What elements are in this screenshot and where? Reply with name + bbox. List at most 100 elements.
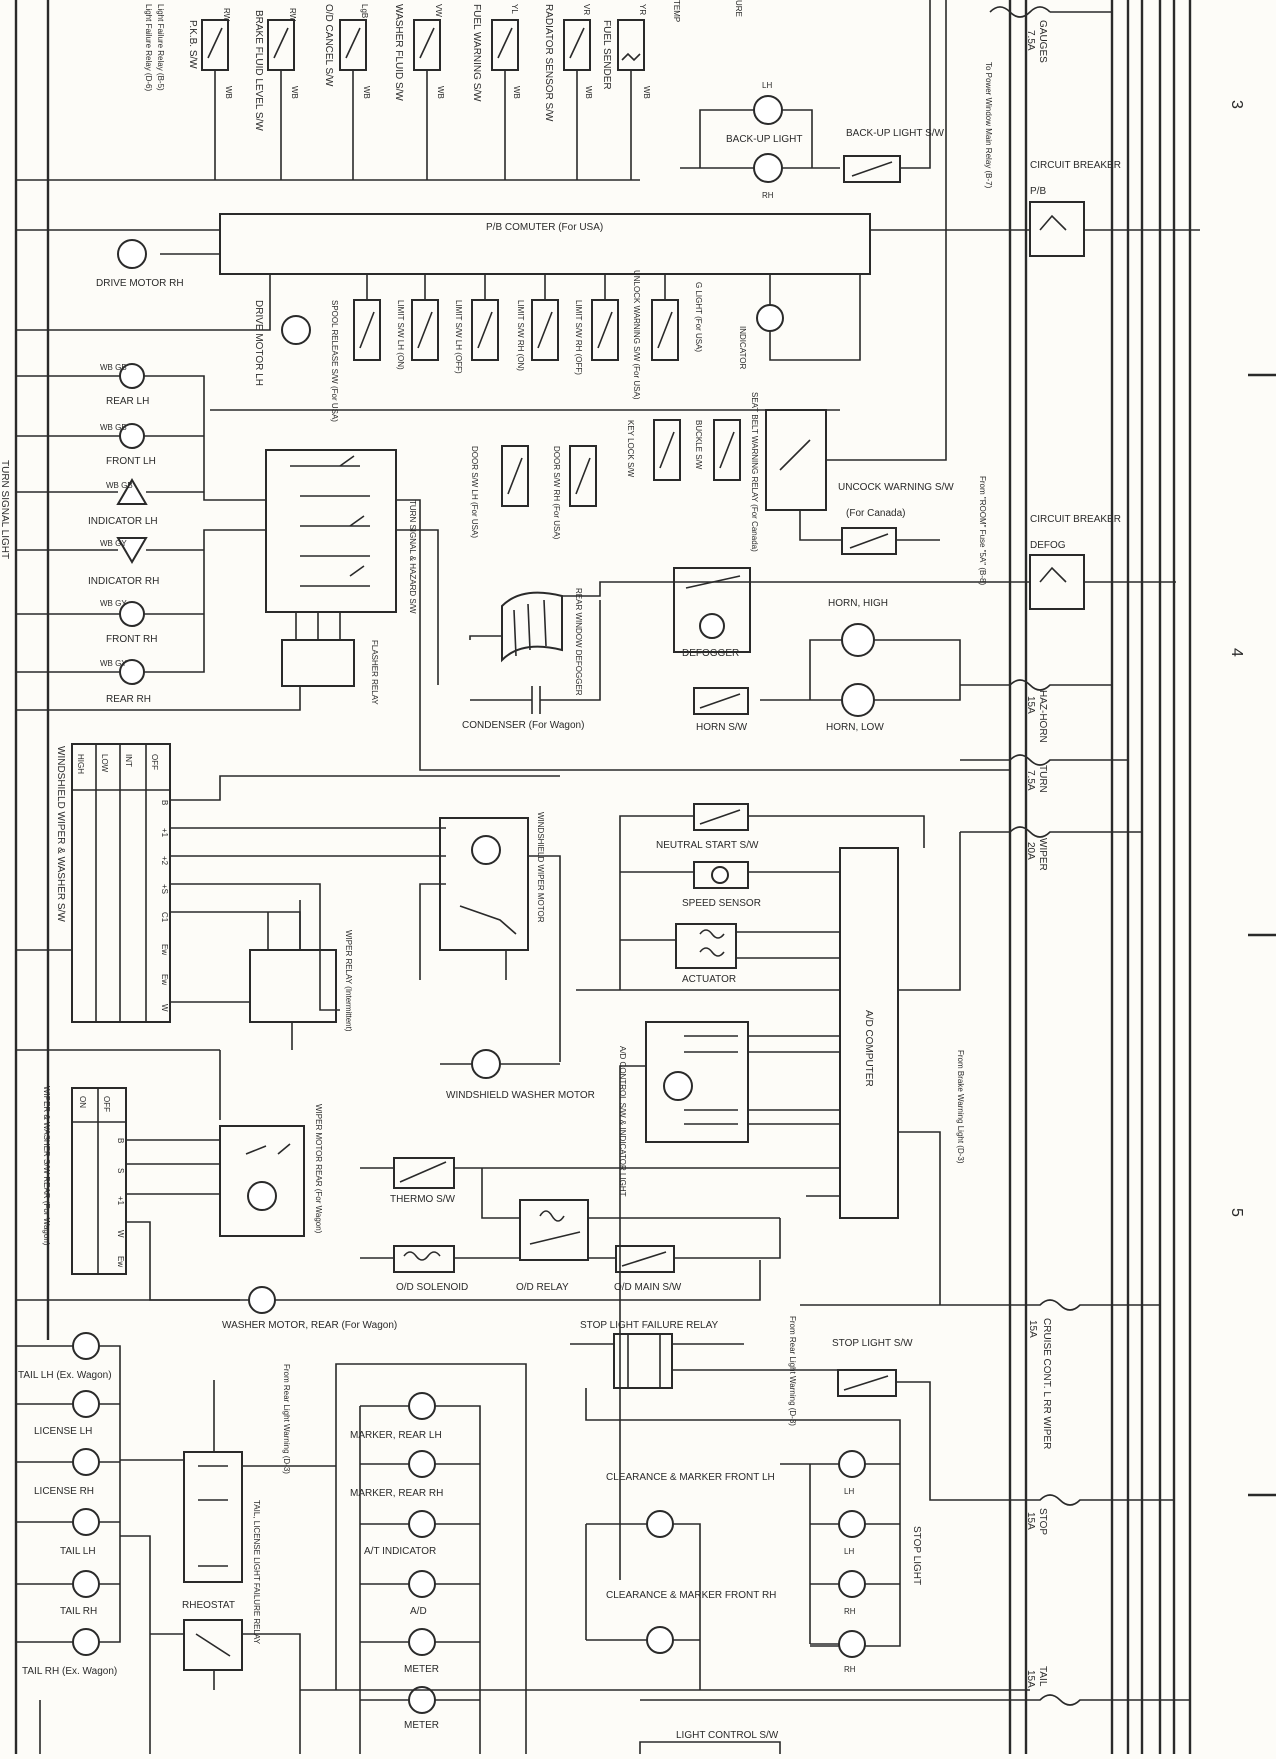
od-cancel-switch: O/D CANCEL S/W LgB WB (323, 4, 371, 180)
horn-high-label: HORN, HIGH (828, 598, 888, 609)
wiper-motor: WINDSHIELD WIPER MOTOR (419, 812, 561, 1062)
indicator-label: INDICATOR (738, 326, 747, 369)
rear-wiper-motor: WIPER MOTOR REAR (For Wagon) (219, 1104, 323, 1237)
fuse-stop: STOP 15A (960, 1494, 1174, 1535)
power-window-note: To Power Window Main Relay (B-7) (984, 62, 993, 189)
fuse-gauges-rating: 7.5A (1025, 30, 1036, 51)
turn-lamp-rear-lh-wires: WB GB (100, 363, 127, 372)
rear-wiper-switch-table: WIPER & WASHER S/W REAR (For Wagon) ON O… (42, 1086, 240, 1301)
turn-lamp-rear-rh-wires: WB GY (100, 659, 127, 668)
rear-col-w: W (116, 1230, 125, 1238)
uncock-label: UNCOCK WARNING S/W (838, 482, 954, 493)
turn-signal-lamps: REAR LH WB GB FRONT LH WB GB INDICATOR L… (16, 363, 266, 705)
unlock-warning-switch: UNLOCK WARNING S/W (For USA) (632, 270, 679, 400)
circuit-breaker-pb-name: CIRCUIT BREAKER (1030, 160, 1121, 171)
pkb-switch: P.K.B. S/W RW WB (187, 8, 233, 180)
fuse-haz-horn-name: HAZ-HORN (1037, 690, 1048, 743)
fuse-tail-name: TAIL (1037, 1666, 1048, 1687)
meter-label-1: METER (404, 1664, 439, 1675)
defogger-window-label: REAR WINDOW DEFOGGER (574, 588, 583, 696)
fuel-warning-switch-wire-bot: WB (512, 86, 521, 99)
marker-rear-lh-label: MARKER, REAR LH (350, 1430, 442, 1441)
rheostat-label: RHEOSTAT (182, 1600, 235, 1611)
wiper-col-ew1: Ew (160, 944, 169, 955)
radiator-sensor-switch: RADIATOR SENSOR S/W VR WB (543, 4, 593, 180)
condenser: CONDENSER (For Wagon) (462, 600, 601, 731)
stop-lh-2-label: LH (844, 1547, 854, 1556)
horn-high-icon (841, 623, 875, 657)
wiper-col-ew2: Ew (160, 974, 169, 985)
thermo-switch-label: THERMO S/W (390, 1194, 456, 1205)
od-cancel-switch-wire-bot: WB (362, 86, 371, 99)
brake-fluid-switch-label: BRAKE FLUID LEVEL S/W (253, 10, 264, 131)
turn-lamp-ind-rh-wires: WB GY (100, 539, 127, 548)
door-switch-rh: DOOR S/W RH (For USA) (552, 445, 597, 540)
ad-control-label: A/D CONTROL S/W & INDICATOR LIGHT (618, 1046, 627, 1197)
fuse-haz-horn-rating: 15A (1025, 696, 1036, 714)
fuse-wiper: WIPER 20A (960, 826, 1142, 871)
limit-rh-on-label: LIMIT S/W RH (ON) (516, 300, 525, 371)
light-failure-relay-note-1: Light Failure Relay (B-5) (156, 4, 165, 91)
buckle-label: BUCKLE S/W (694, 420, 703, 470)
uncock-from-note: From "ROOM" Fuse "5A" (B-8) (978, 476, 987, 585)
limit-switch-rh-on: LIMIT S/W RH (ON) (516, 274, 559, 371)
circuit-breaker-defog-name: CIRCUIT BREAKER (1030, 514, 1121, 525)
flasher-relay: FLASHER RELAY (16, 612, 379, 711)
temp-note: TEMP (672, 0, 681, 22)
wiper-col-w: W (160, 1004, 169, 1012)
pkb-switch-wire: RW (222, 8, 231, 22)
fuel-warning-switch-wire: YL (510, 4, 519, 14)
stop-lamp-rh-2 (838, 1630, 866, 1658)
hazard-switch: TURN SIGNAL & HAZARD S/W (265, 449, 1010, 771)
clearance-front-lh-label: CLEARANCE & MARKER FRONT LH (606, 1472, 775, 1483)
stop-rh-2-label: RH (844, 1665, 856, 1674)
stop-switch-label: STOP LIGHT S/W (832, 1338, 913, 1349)
wiper-pos-high: HIGH (76, 754, 85, 774)
tail-rh-label: TAIL RH (60, 1606, 97, 1617)
tail-lh-ex-wagon-label: TAIL LH (Ex. Wagon) (18, 1370, 112, 1381)
spool-release-label: SPOOL RELEASE S/W (For USA) (330, 300, 339, 422)
fuel-warning-switch: FUEL WARNING S/W YL WB (471, 4, 521, 180)
rear-col-s: S (116, 1168, 125, 1173)
rear-motor-label: WIPER MOTOR REAR (For Wagon) (314, 1104, 323, 1234)
tail-relay-label: TAIL, LICENSE LIGHT FAILURE RELAY (252, 1500, 261, 1645)
washer-motor-label-1: WINDSHIELD WASHER MOTOR (446, 1090, 595, 1101)
rear-col-ew: Ew (116, 1256, 125, 1267)
door-switch-group: DOOR S/W LH (For USA) DOOR S/W RH (For U… (210, 0, 947, 552)
fuel-warning-switch-label: FUEL WARNING S/W (471, 4, 482, 102)
limit-rh-off-label: LIMIT S/W RH (OFF) (574, 300, 583, 375)
rear-pos-on: ON (78, 1096, 87, 1108)
tail-license-lamps: TAIL LH (Ex. Wagon) LICENSE LH LICENSE R… (16, 1332, 184, 1754)
fuse-turn: TURN 7.5A (960, 754, 1128, 793)
tail-failure-relay: TAIL, LICENSE LIGHT FAILURE RELAY From R… (183, 1363, 527, 1754)
backup-rh-label: RH (762, 191, 774, 200)
turn-signal-light-label: TURN SIGNAL LIGHT (0, 460, 10, 559)
ad-control-switch: A/D CONTROL S/W & INDICATOR LIGHT (618, 1021, 840, 1580)
grid-marker-3: 3 (1228, 100, 1245, 109)
meter-lamp-2 (408, 1686, 436, 1714)
washer-fluid-switch-label: WASHER FLUID S/W (393, 4, 404, 101)
clearance-front-rh-lamp (646, 1626, 674, 1654)
fuse-tail: TAIL 15A (640, 1666, 1190, 1706)
stop-lights-label: STOP LIGHT (911, 1526, 922, 1585)
rheostat: RHEOSTAT (150, 1600, 301, 1754)
door-switch-rh-label: DOOR S/W RH (For USA) (552, 446, 561, 540)
tail-rh-lamp (72, 1570, 100, 1598)
rear-defogger: REAR WINDOW DEFOGGER (469, 581, 1030, 696)
wiper-pos-int: INT (124, 754, 133, 767)
horn-switch-label: HORN S/W (696, 722, 748, 733)
wiper-switch-title: WINDSHIELD WIPER & WASHER S/W (55, 746, 66, 922)
hazard-switch-label: TURN SIGNAL & HAZARD S/W (408, 500, 417, 614)
at-indicator-label: A/T INDICATOR (364, 1546, 436, 1557)
wiper-motor-label: WINDSHIELD WIPER MOTOR (536, 812, 545, 923)
flasher-relay-label: FLASHER RELAY (370, 640, 379, 705)
key-lock-switch: KEY LOCK S/W (626, 419, 681, 481)
seat-belt-relay: SEAT BELT WARNING RELAY (For Canada) (750, 392, 827, 552)
backup-light-label: BACK-UP LIGHT (726, 134, 803, 145)
washer-fluid-switch: WASHER FLUID S/W VW WB (393, 4, 445, 180)
pressure-note: URE (734, 0, 743, 17)
od-main-label: O/D MAIN S/W (614, 1282, 682, 1293)
fuel-sender: FUEL SENDER YR WB (601, 4, 651, 180)
rear-pos-off: OFF (102, 1096, 111, 1112)
fuse-turn-name: TURN (1037, 765, 1048, 793)
